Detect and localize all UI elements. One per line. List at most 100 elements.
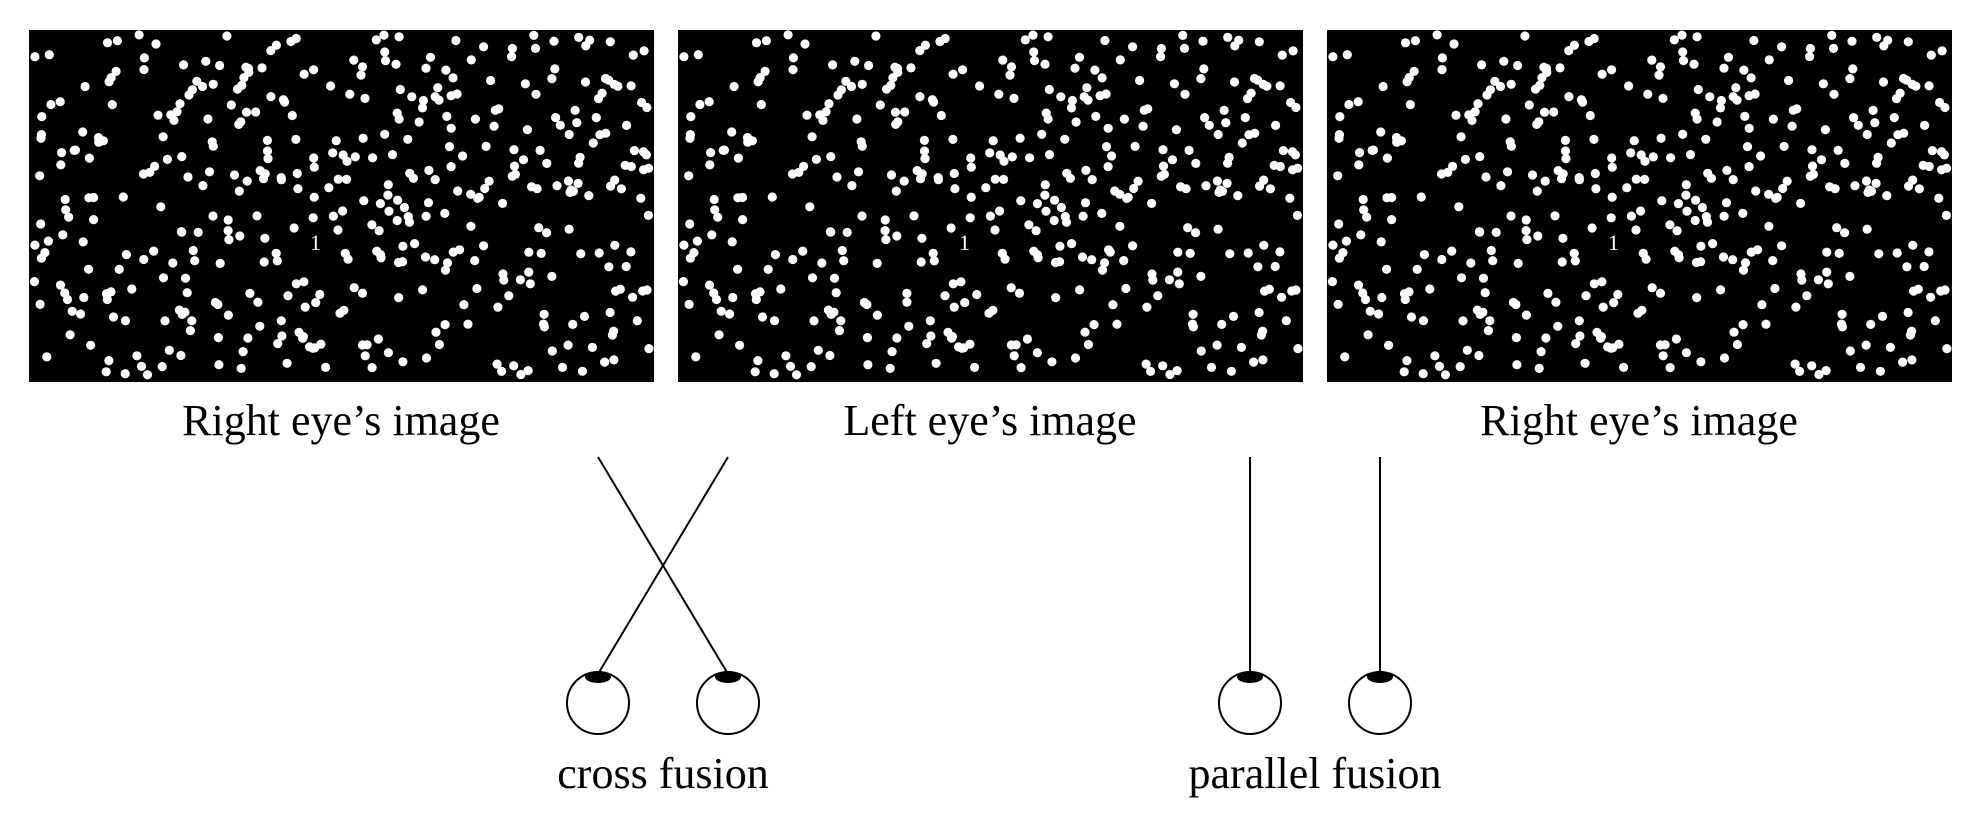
random-dot xyxy=(114,264,124,274)
random-dot xyxy=(1159,169,1169,179)
random-dot xyxy=(1485,316,1495,326)
random-dot xyxy=(1718,252,1729,262)
random-dot xyxy=(1474,350,1484,361)
random-dot xyxy=(138,169,149,179)
random-dot xyxy=(756,100,766,110)
random-dot xyxy=(880,215,890,225)
random-dot xyxy=(234,186,244,196)
random-dot xyxy=(1682,206,1692,216)
random-dot xyxy=(1478,307,1488,317)
random-dot xyxy=(611,286,621,296)
random-dot xyxy=(57,148,67,158)
random-dot xyxy=(767,192,777,202)
random-dot xyxy=(1513,258,1523,268)
random-dot xyxy=(1521,226,1531,236)
random-dot xyxy=(1164,275,1174,285)
random-dot xyxy=(1100,35,1110,46)
random-dot xyxy=(1787,121,1797,131)
random-dot xyxy=(459,300,469,310)
random-dot xyxy=(1728,175,1738,185)
random-dot xyxy=(1874,249,1884,259)
random-dot xyxy=(1334,133,1344,143)
random-dot xyxy=(466,55,476,65)
random-dot xyxy=(1133,176,1143,186)
random-dot-panel-left-eye: 1 xyxy=(678,30,1303,382)
random-dot xyxy=(384,206,394,216)
random-dot xyxy=(1041,108,1051,118)
random-dot xyxy=(118,192,128,202)
random-dot xyxy=(575,152,585,162)
random-dot xyxy=(853,167,864,177)
random-dot xyxy=(1808,169,1818,179)
random-dot xyxy=(289,223,299,233)
random-dot xyxy=(1141,359,1151,369)
random-dot xyxy=(1206,362,1217,372)
random-dot xyxy=(1437,53,1447,63)
random-dot xyxy=(470,114,480,124)
random-dot xyxy=(829,273,840,283)
random-dot xyxy=(1761,319,1771,329)
random-dot xyxy=(376,253,386,263)
random-dot xyxy=(463,319,473,329)
random-dot xyxy=(1591,184,1601,194)
random-dot xyxy=(164,345,174,355)
random-dot xyxy=(251,107,261,117)
random-dot xyxy=(139,254,149,265)
random-dot xyxy=(833,90,843,100)
random-dot xyxy=(1837,322,1847,332)
random-dot xyxy=(1082,83,1092,93)
random-dot xyxy=(499,275,509,285)
random-dot xyxy=(975,81,985,91)
random-dot xyxy=(1751,186,1761,196)
random-dot xyxy=(1590,168,1600,179)
random-dot xyxy=(229,170,240,180)
random-dot xyxy=(1436,169,1447,179)
random-dot xyxy=(1723,52,1734,62)
random-dot xyxy=(525,279,535,289)
random-dot xyxy=(444,142,455,152)
random-dot xyxy=(1044,84,1054,95)
random-dot xyxy=(1153,291,1163,301)
random-dot xyxy=(1631,225,1641,235)
random-dot xyxy=(956,277,966,287)
panel-label-right-eye-first: Right eye’s image xyxy=(182,396,500,445)
random-dot xyxy=(1156,52,1166,62)
random-dot xyxy=(1041,206,1051,216)
random-dot xyxy=(1418,369,1428,379)
random-dot xyxy=(193,227,203,237)
random-dot xyxy=(442,111,452,121)
random-dot xyxy=(84,153,94,163)
random-dot xyxy=(1404,287,1414,297)
random-dot xyxy=(1204,120,1214,130)
random-dot xyxy=(1689,59,1699,69)
random-dot xyxy=(684,171,694,181)
random-dot xyxy=(1716,95,1726,106)
random-dot xyxy=(442,258,453,268)
random-dot xyxy=(1911,81,1921,91)
panel-background xyxy=(29,30,654,382)
random-dot xyxy=(1678,129,1688,139)
random-dot xyxy=(1532,186,1542,196)
random-dot xyxy=(1814,369,1824,380)
random-dot xyxy=(414,117,424,127)
random-dot xyxy=(1213,129,1223,140)
random-dot xyxy=(536,248,546,258)
random-dot xyxy=(791,370,802,380)
random-dot xyxy=(1585,110,1595,121)
random-dot xyxy=(620,160,630,170)
random-dot xyxy=(809,316,819,326)
random-dot xyxy=(1377,292,1387,303)
random-dot xyxy=(621,261,631,272)
random-dot xyxy=(175,99,185,109)
random-dot xyxy=(1926,50,1936,60)
random-dot xyxy=(626,247,636,257)
random-dot xyxy=(998,55,1008,65)
random-dot xyxy=(1214,187,1224,197)
random-dot xyxy=(223,215,233,225)
random-dot xyxy=(522,125,533,135)
random-dot xyxy=(1656,133,1666,143)
random-dot xyxy=(1764,221,1774,231)
random-dot xyxy=(1440,370,1451,380)
random-dot xyxy=(1669,35,1679,45)
random-dot xyxy=(1706,173,1716,183)
